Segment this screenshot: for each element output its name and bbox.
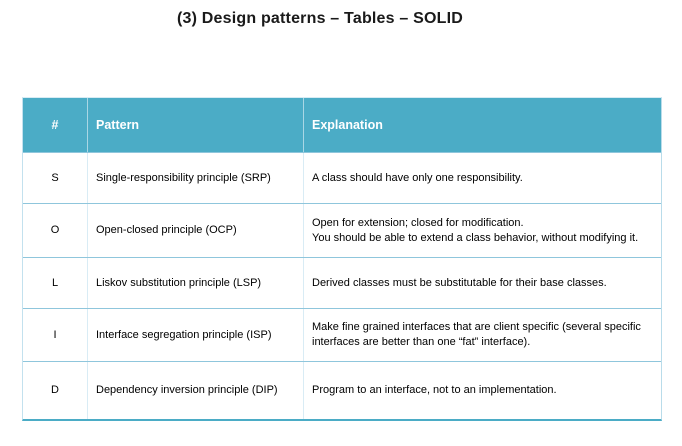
pattern-cell: Open-closed principle (OCP) (87, 204, 303, 257)
explanation-cell: Derived classes must be substitutable fo… (303, 258, 661, 308)
pattern-cell: Dependency inversion principle (DIP) (87, 362, 303, 419)
explanation-cell: Make fine grained interfaces that are cl… (303, 309, 661, 361)
header-cell-explanation: Explanation (303, 98, 661, 152)
solid-principles-table: # Pattern Explanation S Single-responsib… (22, 97, 662, 421)
pattern-cell: Single-responsibility principle (SRP) (87, 153, 303, 203)
explanation-cell: Program to an interface, not to an imple… (303, 362, 661, 419)
table-header-row: # Pattern Explanation (23, 98, 661, 152)
header-cell-number: # (51, 117, 59, 132)
explanation-cell: A class should have only one responsibil… (303, 153, 661, 203)
table-row: I Interface segregation principle (ISP) … (23, 308, 661, 361)
table-row: L Liskov substitution principle (LSP) De… (23, 257, 661, 308)
pattern-cell: Interface segregation principle (ISP) (87, 309, 303, 361)
row-key-cell: S (51, 171, 59, 184)
table-row: O Open-closed principle (OCP) Open for e… (23, 203, 661, 257)
explanation-cell: Open for extension; closed for modificat… (303, 204, 661, 257)
header-cell-pattern: Pattern (87, 98, 303, 152)
table-row: D Dependency inversion principle (DIP) P… (23, 361, 661, 419)
row-key-cell: L (51, 276, 59, 289)
row-key-cell: I (53, 328, 57, 341)
page-title: (3) Design patterns – Tables – SOLID (176, 10, 464, 27)
pattern-cell: Liskov substitution principle (LSP) (87, 258, 303, 308)
row-key-cell: O (50, 224, 60, 237)
row-key-cell: D (51, 384, 59, 397)
table-row: S Single-responsibility principle (SRP) … (23, 152, 661, 203)
